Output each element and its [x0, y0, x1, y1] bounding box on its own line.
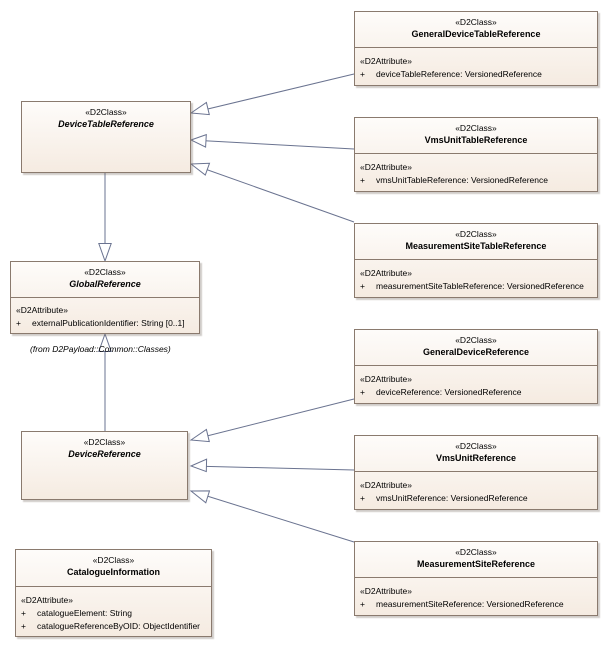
generalization-arrowhead [189, 133, 207, 148]
class-vms-unit-reference[interactable]: «D2Class» VmsUnitReference «D2Attribute»… [354, 435, 598, 510]
generalization-arrowhead [189, 101, 210, 116]
class-stereotype: «D2Class» [455, 441, 497, 451]
class-measurement-site-table-reference[interactable]: «D2Class» MeasurementSiteTableReference … [354, 223, 598, 298]
generalization-arrowhead [189, 428, 210, 443]
generalization-arrowhead [189, 458, 208, 473]
class-device-reference[interactable]: «D2Class» DeviceReference [21, 431, 188, 500]
class-name: VmsUnitTableReference [424, 135, 528, 145]
attribute-row[interactable]: +measurementSiteTableReference: Versione… [360, 281, 584, 291]
class-stereotype: «D2Class» [455, 547, 497, 557]
class-stereotype: «D2Class» [455, 335, 497, 345]
attribute-stereotype: «D2Attribute» [360, 162, 412, 172]
class-name: MeasurementSiteReference [416, 559, 536, 569]
generalization-arrowhead [189, 162, 211, 176]
class-name: MeasurementSiteTableReference [405, 241, 547, 251]
class-stereotype: «D2Class» [85, 107, 127, 117]
class-stereotype: «D2Class» [83, 437, 126, 447]
attribute-stereotype: «D2Attribute» [21, 595, 73, 605]
class-global-reference[interactable]: «D2Class» GlobalReference «D2Attribute» … [10, 261, 200, 334]
attribute-stereotype: «D2Attribute» [360, 374, 412, 384]
attribute-row[interactable]: +deviceTableReference: VersionedReferenc… [360, 69, 542, 79]
class-catalogue-information[interactable]: «D2Class» CatalogueInformation «D2Attrib… [15, 549, 212, 637]
connector-vms-unit-reference[interactable] [190, 465, 355, 471]
class-name: DeviceTableReference [58, 119, 154, 129]
connector-general-device-reference[interactable] [190, 398, 355, 441]
connector-general-device-table-reference[interactable] [190, 73, 355, 114]
attribute-row[interactable]: +catalogueElement: String [21, 608, 132, 618]
connector-measurement-site-table-reference[interactable] [190, 163, 355, 223]
class-general-device-table-reference[interactable]: «D2Class» GeneralDeviceTableReference «D… [354, 11, 598, 86]
class-name: VmsUnitReference [435, 453, 517, 463]
class-name: GlobalReference [69, 279, 141, 289]
attribute-row[interactable]: +measurementSiteReference: VersionedRefe… [360, 599, 564, 609]
class-measurement-site-reference[interactable]: «D2Class» MeasurementSiteReference «D2At… [354, 541, 598, 616]
class-name: DeviceReference [68, 449, 141, 459]
generalization-arrowhead [189, 490, 211, 504]
class-stereotype: «D2Class» [92, 555, 135, 565]
attribute-row[interactable]: +vmsUnitTableReference: VersionedReferen… [360, 175, 548, 185]
class-general-device-reference[interactable]: «D2Class» GeneralDeviceReference «D2Attr… [354, 329, 598, 404]
attribute-row[interactable]: +deviceReference: VersionedReference [360, 387, 522, 397]
class-stereotype: «D2Class» [84, 267, 126, 277]
class-name: CatalogueInformation [66, 567, 160, 577]
attribute-stereotype: «D2Attribute» [360, 480, 412, 490]
attribute-stereotype: «D2Attribute» [360, 56, 412, 66]
package-note: (from D2Payload::Common::Classes) [30, 344, 171, 354]
class-device-table-reference[interactable]: «D2Class» DeviceTableReference [21, 101, 191, 173]
connector-vms-unit-table-reference[interactable] [190, 139, 355, 150]
generalization-arrowhead [98, 332, 112, 352]
class-stereotype: «D2Class» [455, 123, 497, 133]
connector-measurement-site-reference[interactable] [190, 490, 355, 543]
attribute-row[interactable]: +externalPublicationIdentifier: String [… [16, 318, 185, 328]
generalization-arrowhead [98, 243, 112, 263]
attribute-stereotype: «D2Attribute» [360, 268, 412, 278]
class-name: GeneralDeviceReference [422, 347, 530, 357]
class-vms-unit-table-reference[interactable]: «D2Class» VmsUnitTableReference «D2Attri… [354, 117, 598, 192]
attribute-row[interactable]: +catalogueReferenceByOID: ObjectIdentifi… [21, 621, 201, 631]
attribute-row[interactable]: +vmsUnitReference: VersionedReference [360, 493, 528, 503]
attribute-stereotype: «D2Attribute» [360, 586, 412, 596]
class-name: GeneralDeviceTableReference [411, 29, 541, 39]
attribute-stereotype: «D2Attribute» [16, 305, 68, 315]
class-stereotype: «D2Class» [455, 17, 497, 27]
class-stereotype: «D2Class» [455, 229, 497, 239]
